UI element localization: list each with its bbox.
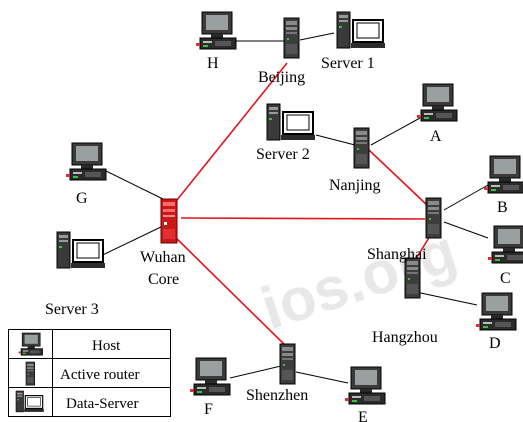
link-f-shenzhen [229,365,282,379]
label-e: E [358,409,368,422]
label-server1: Server 1 [321,55,375,72]
router-nanjing-icon [353,127,370,169]
link-nanjing-shanghai [368,149,429,207]
legend-host-label: Host [92,338,121,354]
host-a-icon [416,83,458,122]
link-wuhan-shanghai [180,217,426,220]
label-shenzhen: Shenzhen [246,387,308,404]
label-b: B [497,199,508,216]
label-h: H [207,55,219,72]
link-shanghai-c [443,221,489,239]
host-d-icon [475,292,517,331]
server-3-icon [56,231,106,269]
host-c-icon [487,225,523,264]
server-2-icon [266,103,316,141]
label-nanjing: Nanjing [329,177,381,194]
core-links [172,62,431,349]
label-server2: Server 2 [256,146,310,163]
host-g-icon [65,142,107,181]
host-b-icon [483,155,523,194]
link-hangzhou-d [415,291,478,306]
link-wuhan-shenzhen [172,234,289,349]
legend-router-label: Active router [60,367,140,383]
label-a: A [430,128,442,145]
router-shenzhen-icon [279,343,296,385]
host-f-icon [189,357,231,396]
link-wuhan-beijing [172,62,288,206]
link-server2-nanjing [315,134,356,146]
label-core: Core [148,271,179,288]
label-g: G [76,190,88,207]
link-nanjing-a [370,117,421,146]
label-wuhan: Wuhan [140,249,186,266]
label-f: F [204,401,213,418]
legend: Host Active router Data-Server [8,329,171,417]
label-server3: Server 3 [45,301,99,318]
link-beijing-server1 [299,32,335,41]
label-shanghai: Shanghai [367,246,427,263]
access-links [87,32,489,384]
link-g-wuhan [103,169,166,201]
host-e-icon [344,366,386,405]
core-router-wuhan-icon [160,198,178,244]
router-beijing-icon [283,17,300,59]
legend-router-icon [25,361,35,386]
host-h-icon [195,11,237,50]
router-hangzhou-icon [404,257,421,299]
legend-host-icon [18,332,43,356]
link-shenzhen-e [295,371,349,384]
router-shanghai-icon [425,197,442,239]
label-beijing: Beijing [258,69,305,86]
label-hangzhou: Hangzhou [372,329,438,346]
server-1-icon [336,11,386,49]
label-c: C [500,270,511,287]
link-shanghai-b [443,184,489,211]
label-d: D [489,335,501,352]
legend-server-label: Data-Server [66,396,138,412]
